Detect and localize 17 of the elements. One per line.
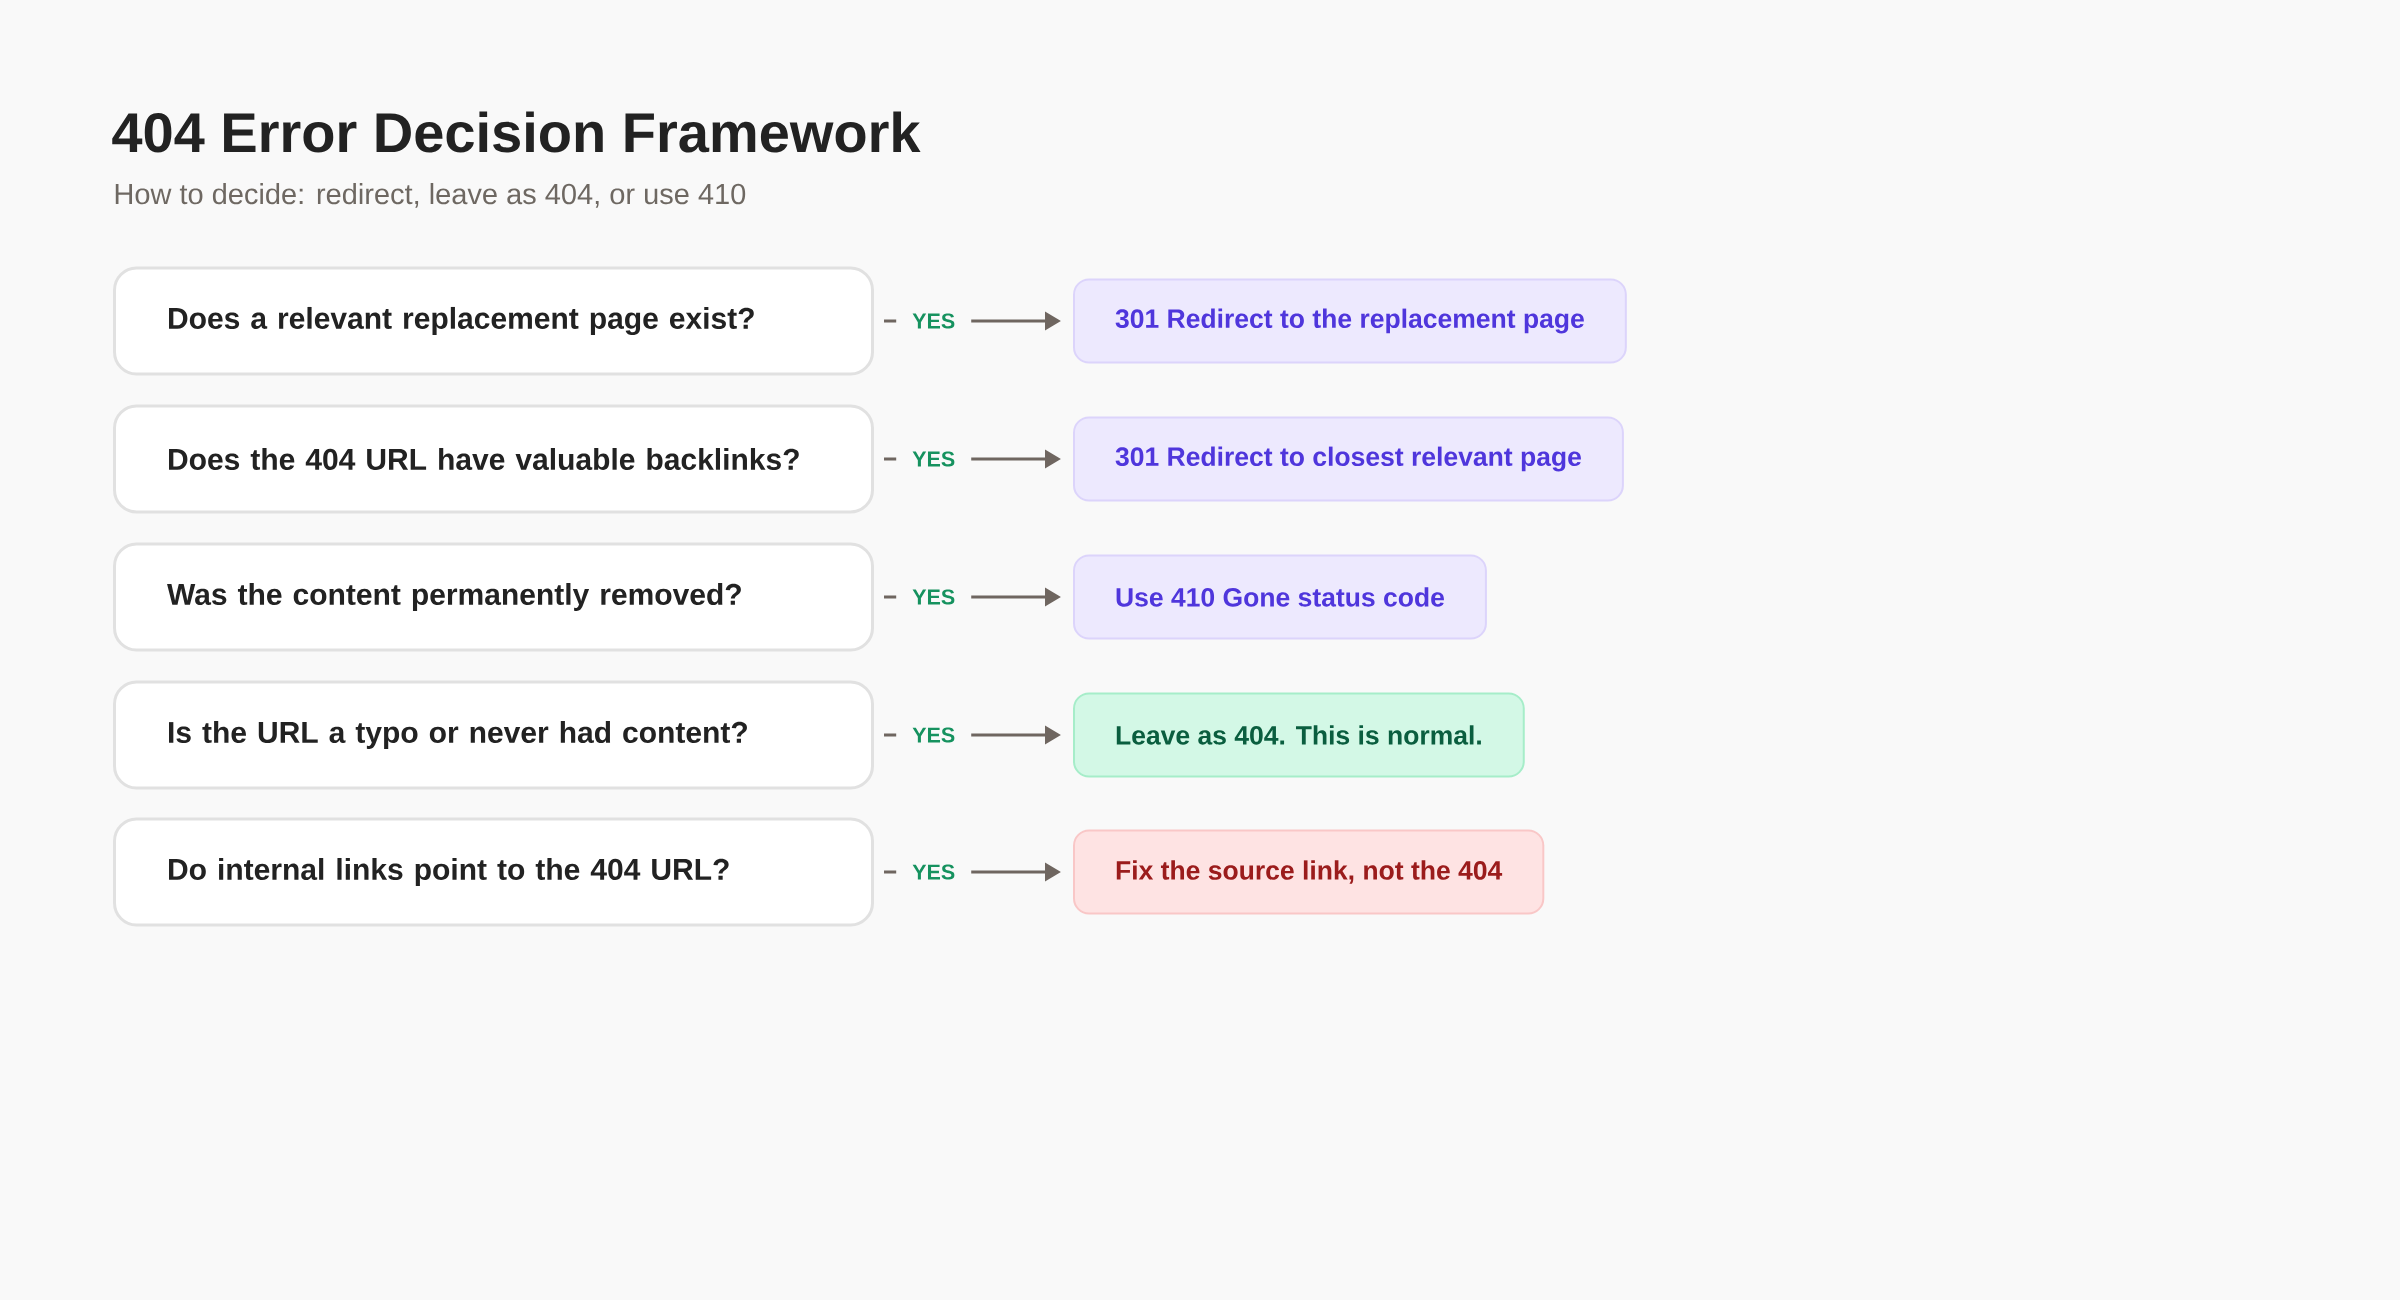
answer-box: 301 Redirect to closest relevant page	[1073, 416, 1624, 502]
question-box: Does a relevant replacement page exist?	[113, 266, 874, 376]
question-box: Was the content permanently removed?	[113, 542, 874, 652]
edge-label: YES	[896, 307, 972, 335]
title: 404 Error Decision Framework	[112, 111, 921, 153]
question-box: Do internal links point to the 404 URL?	[113, 817, 874, 927]
question-box: Does the 404 URL have valuable backlinks?	[113, 404, 874, 514]
edge-label: YES	[896, 445, 972, 473]
answer-box: 301 Redirect to the replacement page	[1073, 278, 1627, 364]
question-box: Is the URL a typo or never had content?	[113, 680, 874, 790]
edge-label: YES	[896, 858, 972, 886]
edge-label: YES	[896, 721, 972, 749]
answer-box: Use 410 Gone status code	[1073, 554, 1487, 640]
edge-label: YES	[896, 583, 972, 611]
answer-box: Leave as 404. This is normal.	[1073, 692, 1525, 778]
answer-box: Fix the source link, not the 404	[1073, 829, 1545, 915]
subtitle: How to decide: redirect, leave as 404, or use 410	[115, 183, 746, 208]
